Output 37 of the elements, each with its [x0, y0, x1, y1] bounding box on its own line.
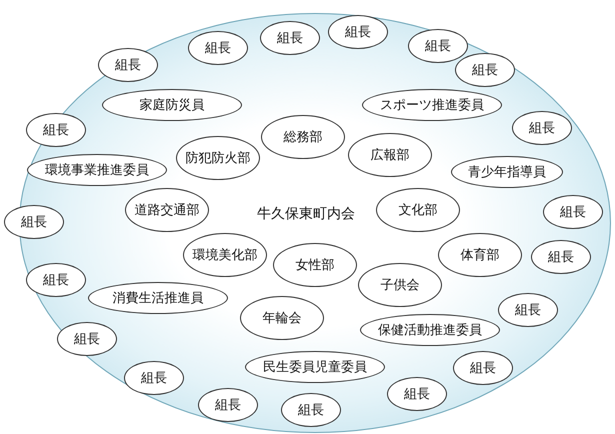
ellipse-node: 組長: [188, 31, 248, 65]
ellipse-node: 組長: [455, 53, 515, 87]
ellipse-node: 組長: [408, 29, 468, 63]
ellipse-node: 組長: [512, 111, 572, 145]
ellipse-node: 文化部: [376, 188, 460, 232]
ellipse-node: 組長: [98, 48, 158, 82]
ellipse-node: 組長: [124, 361, 184, 395]
ellipse-node: 保健活動推進委員: [360, 314, 500, 346]
ellipse-node: 広報部: [348, 133, 432, 177]
ellipse-node: 組長: [328, 15, 388, 49]
ellipse-node: 環境事業推進委員: [27, 154, 167, 186]
ellipse-node: 組長: [26, 263, 86, 297]
ellipse-node: 組長: [281, 393, 341, 427]
ellipse-node: 青少年指導員: [451, 156, 563, 188]
ellipse-node: 組長: [57, 322, 117, 356]
ellipse-node: 組長: [198, 388, 258, 422]
ellipse-node: 組長: [543, 195, 603, 229]
ellipse-node: 体育部: [438, 233, 522, 277]
ellipse-node: 防犯防火部: [176, 136, 260, 180]
ellipse-node: 組長: [453, 351, 513, 385]
ellipse-node: スポーツ推進委員: [362, 89, 502, 121]
ellipse-node: 民生委員児童委員: [245, 351, 385, 383]
ellipse-node: 組長: [4, 205, 64, 239]
ellipse-node: 年輪会: [240, 296, 324, 340]
ellipse-node: 組長: [260, 21, 320, 55]
ellipse-node: 組長: [498, 293, 558, 327]
ellipse-node: 消費生活推進員: [88, 282, 228, 314]
ellipse-node: 組長: [531, 240, 591, 274]
ellipse-node: 家庭防災員: [102, 89, 242, 121]
ellipse-node: 組長: [387, 377, 447, 411]
ellipse-node: 環境美化部: [183, 233, 267, 277]
center-label: 牛久保東町内会: [257, 205, 355, 223]
ellipse-node: 組長: [26, 113, 86, 147]
ellipse-node: 子供会: [358, 263, 442, 307]
ellipse-node: 女性部: [273, 243, 357, 287]
ellipse-node: 総務部: [261, 115, 345, 159]
ellipse-node: 道路交通部: [125, 188, 209, 232]
